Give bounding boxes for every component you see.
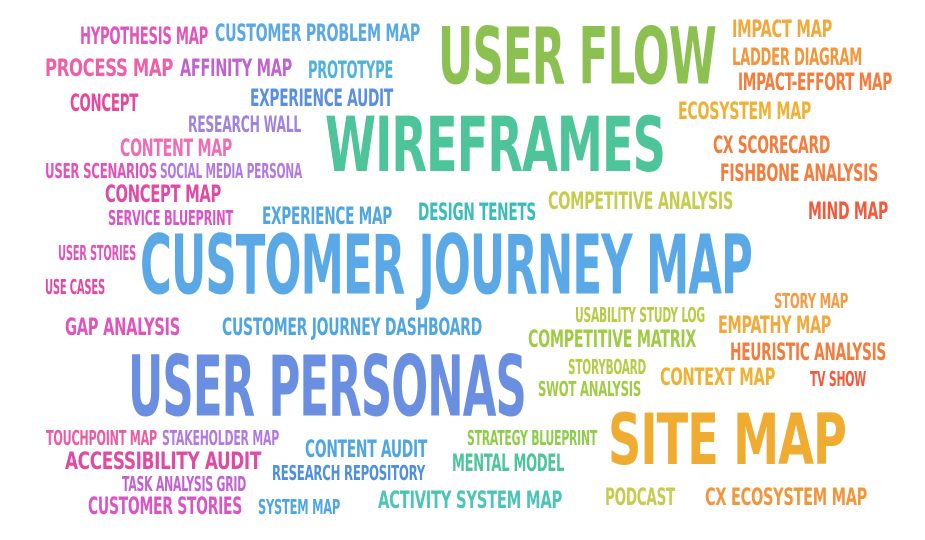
word-user-flow: USER FLOW xyxy=(438,11,717,103)
word-experience-audit: EXPERIENCE AUDIT xyxy=(250,84,393,113)
word-competitive-matrix: COMPETITIVE MATRIX xyxy=(528,325,697,354)
word-use-cases: USE CASES xyxy=(45,275,105,300)
word-hypothesis-map: HYPOTHESIS MAP xyxy=(80,22,208,51)
word-site-map: SITE MAP xyxy=(608,398,847,481)
word-empathy-map: EMPATHY MAP xyxy=(718,311,831,340)
word-customer-journey-dashboard: CUSTOMER JOURNEY DASHBOARD xyxy=(222,313,482,342)
word-podcast: PODCAST xyxy=(605,483,676,512)
word-stakeholder-map: STAKEHOLDER MAP xyxy=(162,426,279,451)
word-wireframes: WIREFRAMES xyxy=(325,101,666,191)
word-content-map: CONTENT MAP xyxy=(120,134,232,163)
word-impact-effort-map: IMPACT-EFFORT MAP xyxy=(738,68,892,97)
word-affinity-map: AFFINITY MAP xyxy=(180,54,293,83)
word-accessibility-audit: ACCESSIBILITY AUDIT xyxy=(65,447,261,476)
word-service-blueprint: SERVICE BLUEPRINT xyxy=(108,206,233,231)
word-research-wall: RESEARCH WALL xyxy=(188,111,301,138)
word-cx-ecosystem-map: CX ECOSYSTEM MAP xyxy=(705,483,868,512)
word-customer-stories: CUSTOMER STORIES xyxy=(88,492,243,521)
word-prototype: PROTOTYPE xyxy=(308,56,394,85)
word-concept-map: CONCEPT MAP xyxy=(105,180,222,209)
word-user-scenarios: USER SCENARIOS xyxy=(45,159,158,184)
word-user-personas: USER PERSONAS xyxy=(128,337,527,436)
word-research-repository: RESEARCH REPOSITORY xyxy=(272,461,426,486)
word-experience-map: EXPERIENCE MAP xyxy=(262,202,392,231)
word-fishbone-analysis: FISHBONE ANALYSIS xyxy=(720,159,879,188)
word-context-map: CONTEXT MAP xyxy=(660,363,775,392)
word-storyboard: STORYBOARD xyxy=(568,355,646,380)
word-impact-map: IMPACT MAP xyxy=(732,15,832,44)
word-activity-system-map: ACTIVITY SYSTEM MAP xyxy=(378,486,563,515)
word-cx-scorecard: CX SCORECARD xyxy=(713,131,830,160)
word-tv-show: TV SHOW xyxy=(810,367,866,392)
word-ecosystem-map: ECOSYSTEM MAP xyxy=(678,97,811,126)
word-touchpoint-map: TOUCHPOINT MAP xyxy=(46,426,158,451)
word-user-stories: USER STORIES xyxy=(58,241,136,266)
word-heuristic-analysis: HEURISTIC ANALYSIS xyxy=(730,338,887,367)
word-process-map: PROCESS MAP xyxy=(45,54,173,83)
word-social-media-persona: SOCIAL MEDIA PERSONA xyxy=(160,159,302,184)
word-concept: CONCEPT xyxy=(70,89,139,118)
word-mind-map: MIND MAP xyxy=(808,197,888,226)
word-customer-problem-map: CUSTOMER PROBLEM MAP xyxy=(215,19,420,48)
word-task-analysis-grid: TASK ANALYSIS GRID xyxy=(122,472,247,497)
word-mental-model: MENTAL MODEL xyxy=(452,449,565,478)
word-swot-analysis: SWOT ANALYSIS xyxy=(538,377,642,402)
word-design-tenets: DESIGN TENETS xyxy=(418,198,536,227)
word-content-audit: CONTENT AUDIT xyxy=(305,435,428,464)
word-customer-journey-map: CUSTOMER JOURNEY MAP xyxy=(140,218,753,314)
word-system-map: SYSTEM MAP xyxy=(258,495,341,520)
word-usability-study-log: USABILITY STUDY LOG xyxy=(575,303,706,328)
word-ladder-diagram: LADDER DIAGRAM xyxy=(732,43,862,72)
word-strategy-blueprint: STRATEGY BLUEPRINT xyxy=(467,426,598,451)
word-story-map: STORY MAP xyxy=(774,289,848,314)
word-gap-analysis: GAP ANALYSIS xyxy=(65,313,180,342)
word-competitive-analysis: COMPETITIVE ANALYSIS xyxy=(548,187,733,216)
